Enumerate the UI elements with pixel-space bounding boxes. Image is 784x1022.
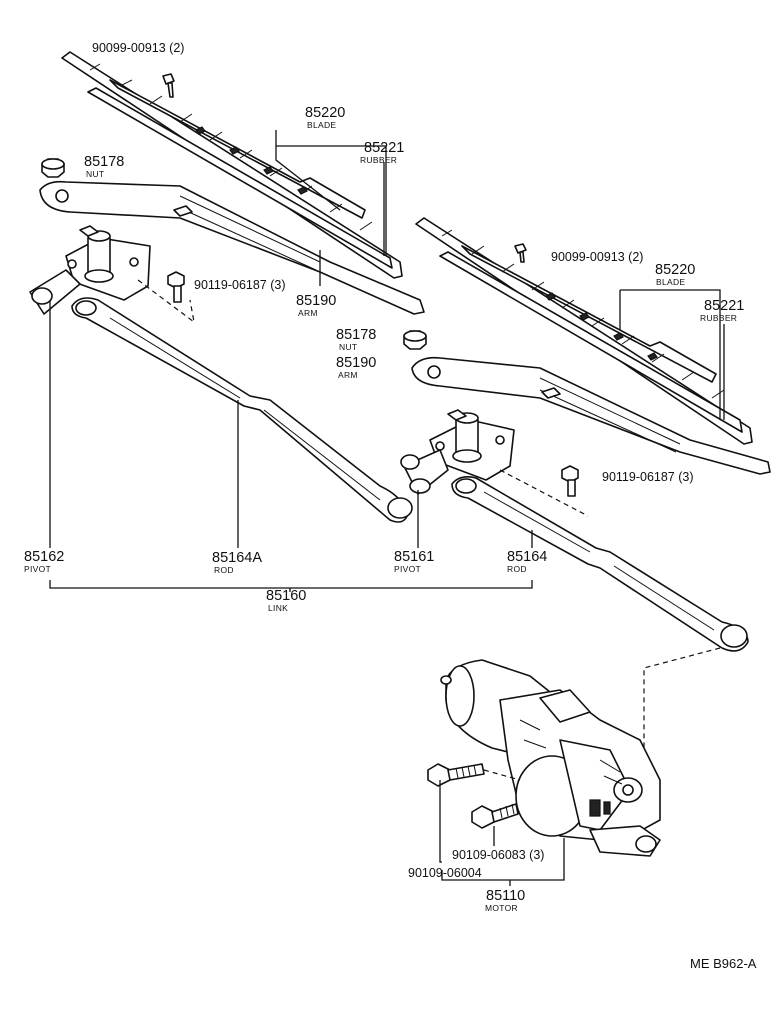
label-bolt-right: 90119-06187 (3) [602, 470, 694, 484]
label-pivot-left-sub: PIVOT [24, 564, 51, 574]
label-motor-num: 85110 [486, 888, 525, 904]
label-arm-right-sub: ARM [338, 370, 358, 380]
label-link-num: 85160 [266, 588, 306, 604]
right-pivot-bolt [561, 465, 579, 497]
label-arm-right-num: 85190 [336, 355, 376, 371]
label-motor-sub: MOTOR [485, 903, 518, 913]
part-labels: 90099-00913 (2) 85220 BLADE 85221 RUBBER… [24, 41, 757, 971]
label-nut-left-num: 85178 [84, 154, 124, 170]
label-bolt-left: 90119-06187 (3) [194, 278, 286, 292]
rod-to-motor-dash [643, 647, 721, 758]
left-blade-screw [162, 73, 175, 98]
left-arm-nut [41, 158, 65, 178]
label-blade-left-num: 85220 [305, 105, 345, 121]
wiper-motor [440, 659, 661, 857]
left-pivot [29, 225, 151, 315]
left-wiper-blade [61, 51, 403, 279]
motor-bolt-long [427, 763, 485, 787]
left-rod [71, 297, 413, 523]
label-rubber-right-num: 85221 [704, 298, 744, 314]
label-link-sub: LINK [268, 603, 288, 613]
label-blade-right-sub: BLADE [656, 277, 685, 287]
label-pivot-left-num: 85162 [24, 549, 64, 565]
label-screw-right: 90099-00913 (2) [551, 250, 643, 264]
label-blade-left-sub: BLADE [307, 120, 336, 130]
right-arm-nut [403, 330, 427, 350]
label-rod-right-num: 85164 [507, 549, 547, 565]
label-rubber-left-num: 85221 [364, 140, 404, 156]
left-wiper-arm [39, 180, 425, 315]
label-motor-bolt-b: 90109-06004 [408, 866, 482, 880]
right-wiper-blade [415, 217, 753, 445]
label-screw-top-left: 90099-00913 (2) [92, 41, 184, 55]
label-rod-left-num: 85164A [212, 550, 262, 566]
label-pivot-right-sub: PIVOT [394, 564, 421, 574]
figure-reference-code: ME B962-A [690, 956, 757, 971]
label-nut-left-sub: NUT [86, 169, 104, 179]
left-pivot-bolt [167, 271, 185, 303]
label-blade-right-num: 85220 [655, 262, 695, 278]
right-blade-screw [514, 243, 527, 263]
motor-bolt-short [471, 803, 519, 829]
right-bolt-dash [499, 469, 589, 517]
label-rod-right-sub: ROD [507, 564, 527, 574]
label-rubber-left-sub: RUBBER [360, 155, 397, 165]
label-arm-left-sub: ARM [298, 308, 318, 318]
label-pivot-right-num: 85161 [394, 549, 434, 565]
right-pivot [400, 409, 515, 495]
label-rubber-right-sub: RUBBER [700, 313, 737, 323]
label-nut-right-num: 85178 [336, 327, 376, 343]
right-wiper-arm [411, 356, 771, 475]
left-bolt-dash [137, 279, 195, 324]
label-arm-left-num: 85190 [296, 293, 336, 309]
leader-lines [49, 130, 725, 886]
label-nut-right-sub: NUT [339, 342, 357, 352]
right-rod [451, 476, 749, 652]
label-rod-left-sub: ROD [214, 565, 234, 575]
label-motor-bolt-a: 90109-06083 (3) [452, 848, 544, 862]
